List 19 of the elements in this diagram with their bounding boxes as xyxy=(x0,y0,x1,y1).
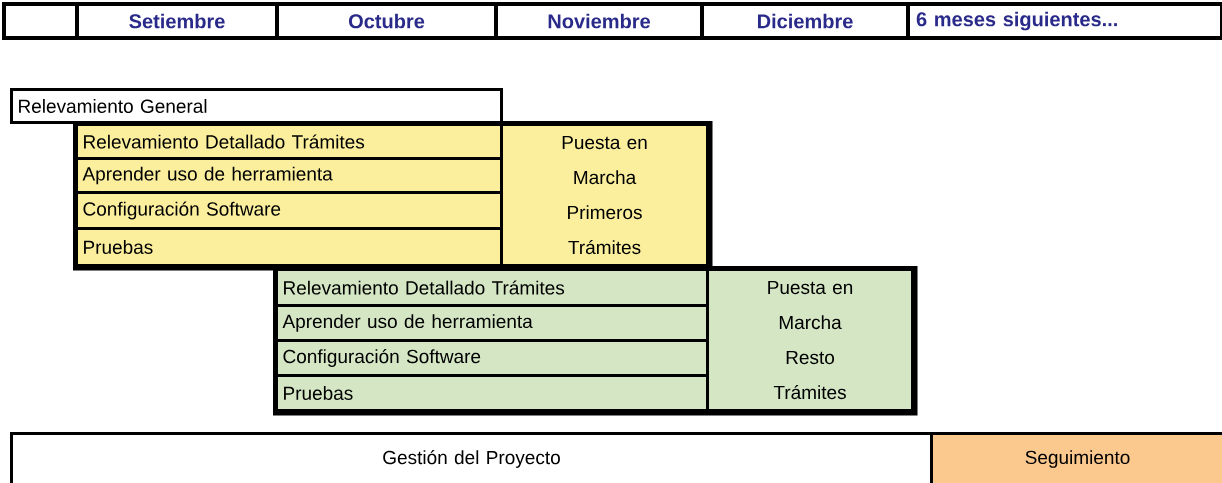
phase-frame xyxy=(273,266,918,416)
task-bar: Configuración Software xyxy=(75,191,503,230)
milestone-box: Puesta en Marcha Resto Trámites xyxy=(706,268,914,412)
phase-frame xyxy=(73,121,713,271)
period-header: 6 meses siguientes... xyxy=(906,2,1222,40)
task-bar: Relevamiento Detallado Trámites xyxy=(75,123,503,160)
month-header: Diciembre xyxy=(700,2,910,40)
month-header: Noviembre xyxy=(494,2,704,40)
milestone-box: Puesta en Marcha Primeros Trámites xyxy=(500,123,709,267)
task-bar: Pruebas xyxy=(275,374,709,412)
task-bar: Relevamiento Detallado Trámites xyxy=(275,268,709,307)
task-bar: Gestión del Proyecto xyxy=(10,432,933,483)
task-bar: Relevamiento General xyxy=(10,88,503,124)
month-header: Octubre xyxy=(275,2,498,40)
task-bar: Aprender uso de herramienta xyxy=(275,304,709,342)
task-bar: Seguimiento xyxy=(930,432,1222,483)
task-bar: Pruebas xyxy=(75,227,503,267)
task-bar: Aprender uso de herramienta xyxy=(75,157,503,194)
task-bar: Configuración Software xyxy=(275,339,709,377)
